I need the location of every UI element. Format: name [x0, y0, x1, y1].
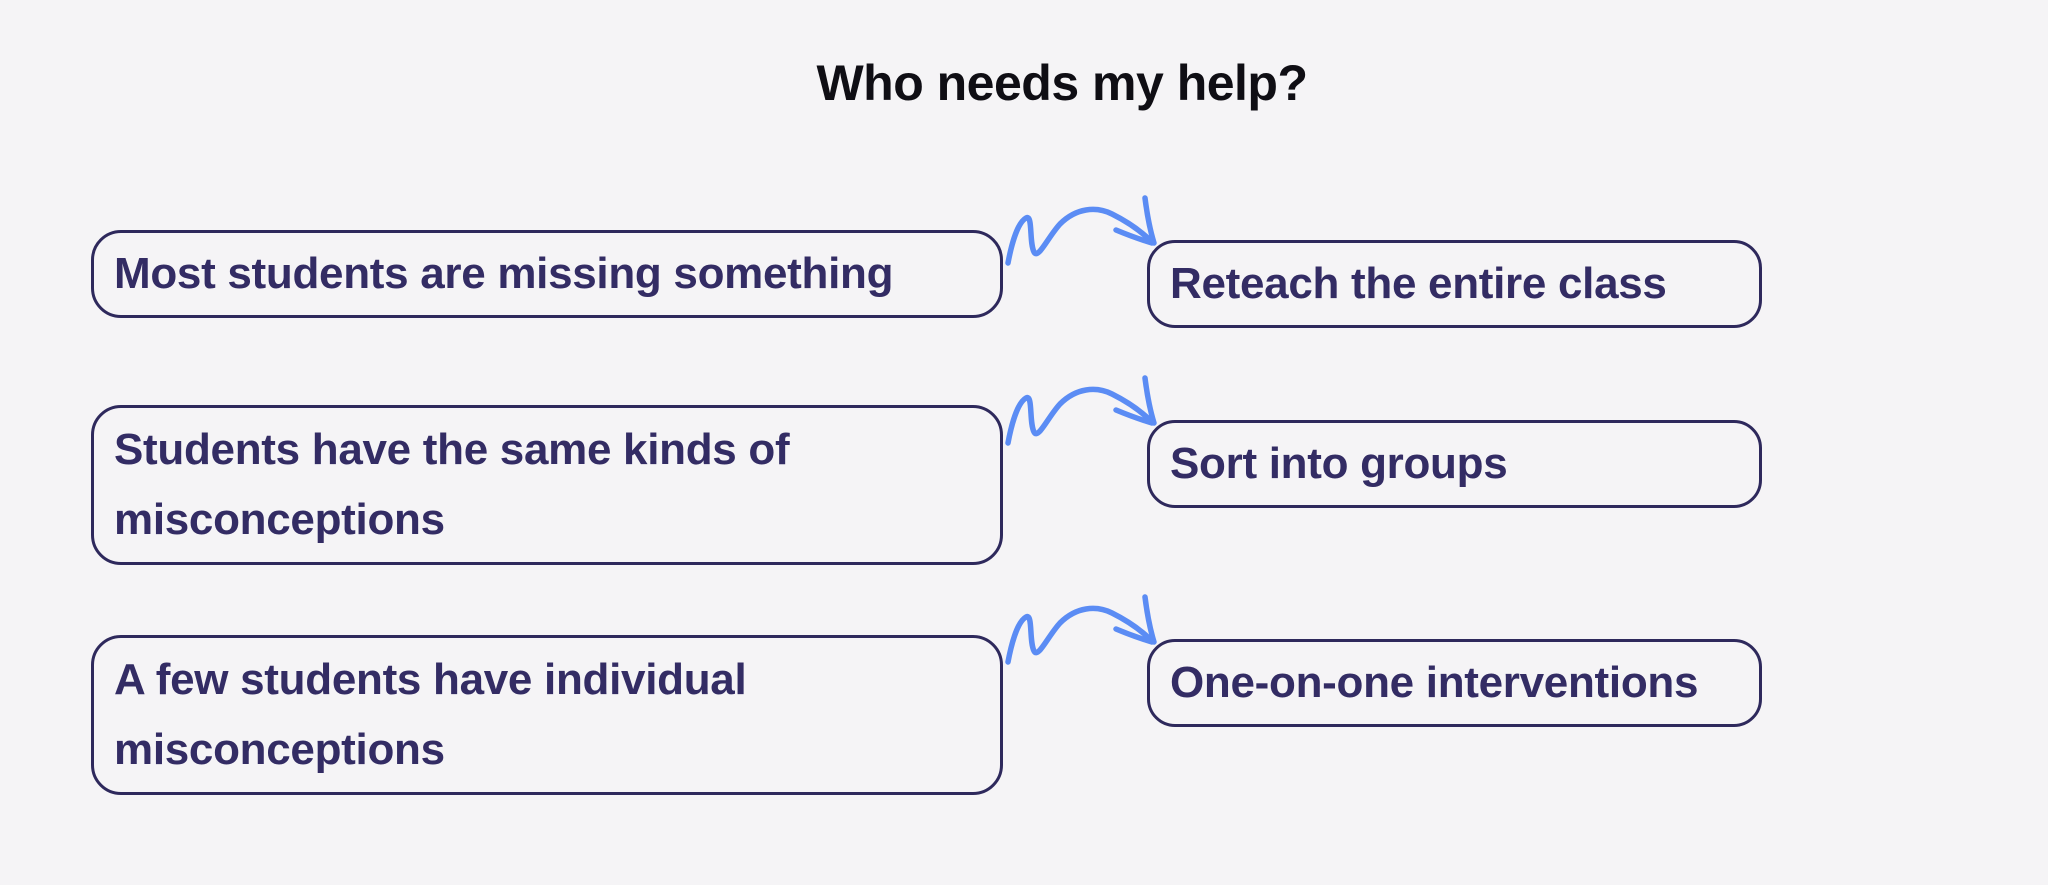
action-text: One-on-one interventions — [1170, 658, 1699, 707]
curved-arrow-icon — [1005, 195, 1157, 266]
condition-box: Students have the same kinds of misconce… — [91, 405, 1003, 565]
action-box: Sort into groups — [1147, 420, 1762, 508]
condition-text-line-1: A few students have individual — [114, 655, 747, 704]
condition-text-line-1: Students have the same kinds of — [114, 425, 790, 474]
action-box: Reteach the entire class — [1147, 240, 1762, 328]
condition-box: A few students have individual misconcep… — [91, 635, 1003, 795]
curved-arrow-icon — [1005, 375, 1157, 446]
action-box: One-on-one interventions — [1147, 639, 1762, 727]
condition-text-line-2: misconceptions — [114, 725, 445, 774]
condition-text: Most students are missing something — [114, 249, 894, 298]
condition-box: Most students are missing something — [91, 230, 1003, 318]
action-text: Sort into groups — [1170, 439, 1508, 488]
condition-text-line-2: misconceptions — [114, 495, 445, 544]
action-text: Reteach the entire class — [1170, 259, 1667, 308]
page-title: Who needs my help? — [816, 55, 1308, 111]
curved-arrow-icon — [1005, 594, 1157, 665]
